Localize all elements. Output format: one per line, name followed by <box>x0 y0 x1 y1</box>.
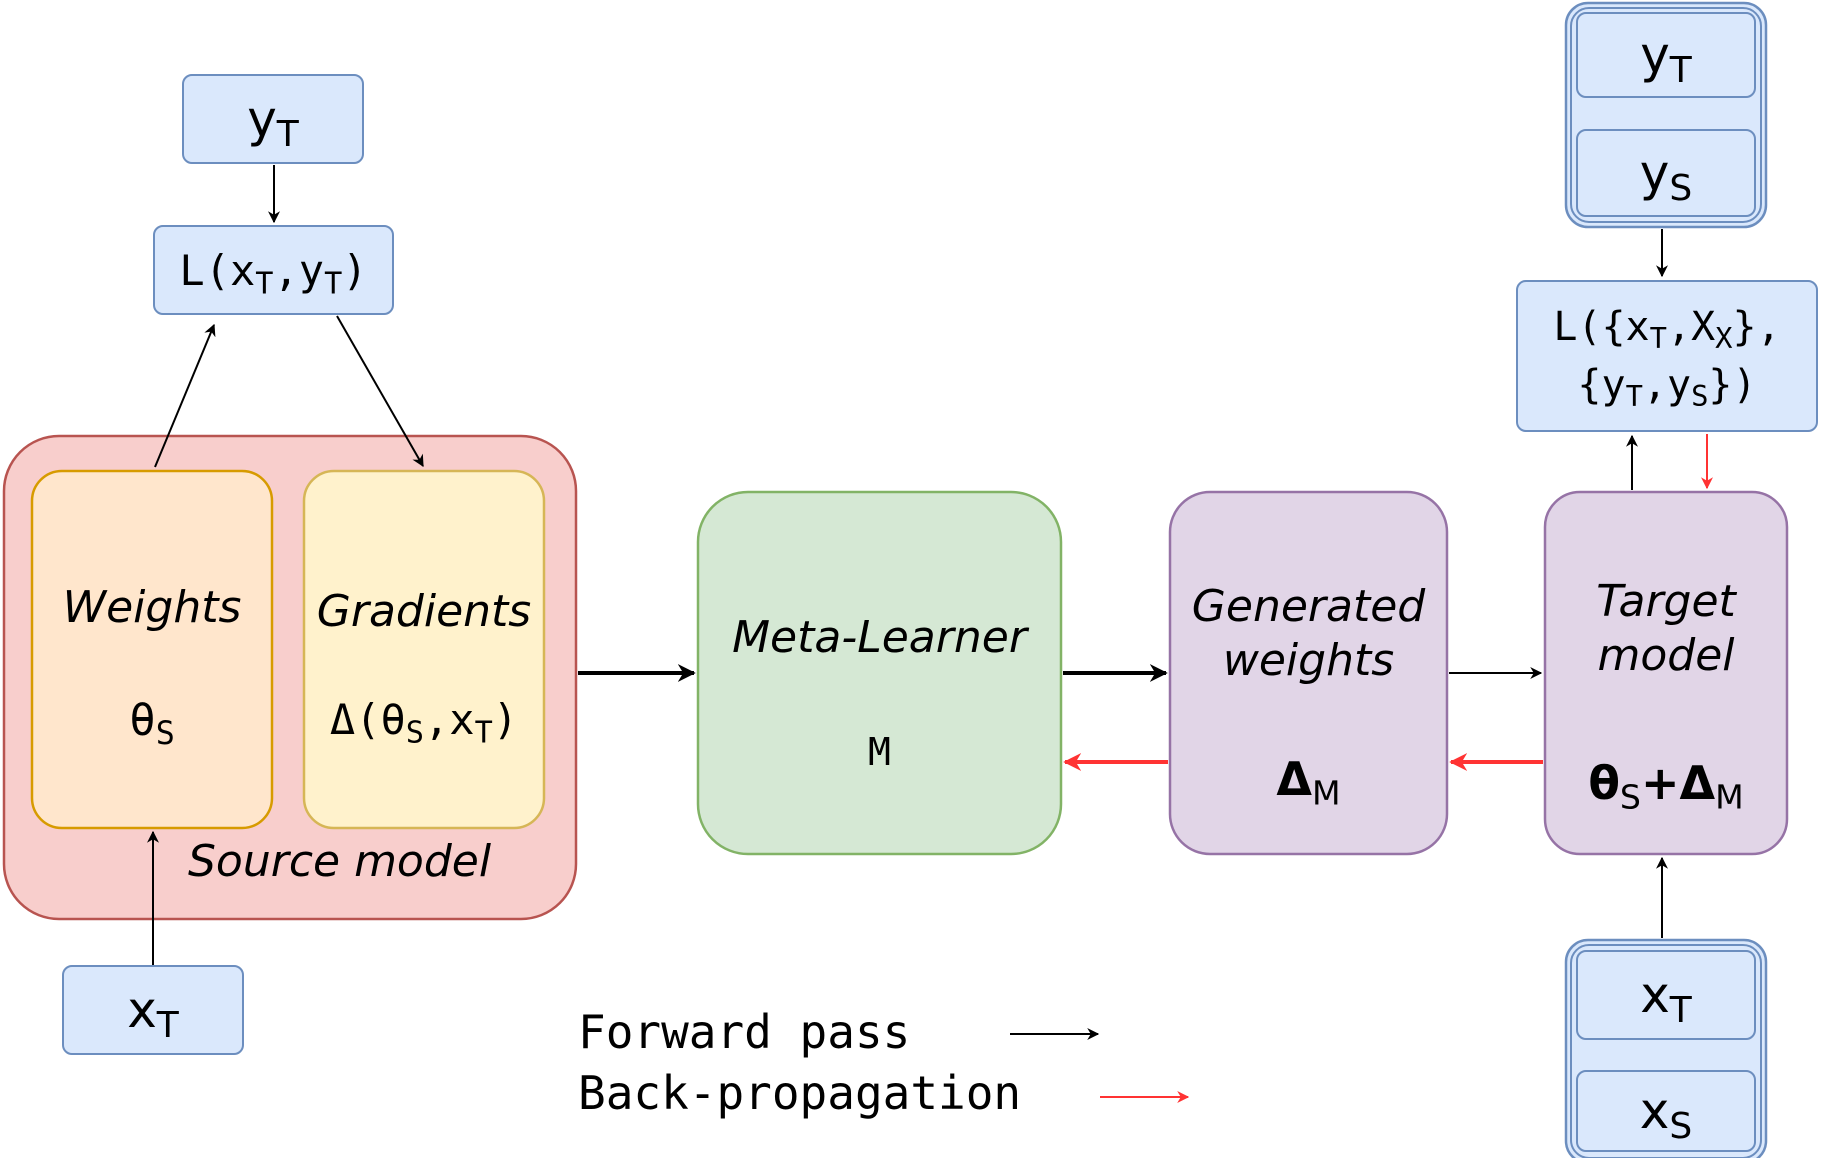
target-input-x-s-box: xS <box>1576 1070 1756 1152</box>
generated-weights-box <box>1168 490 1449 856</box>
generated-weights-title: Generated weights <box>1191 581 1426 686</box>
gradients-title: Gradients <box>316 586 532 637</box>
weights-symbol: θS <box>129 695 175 752</box>
meta-learner-box <box>696 490 1063 856</box>
target-label-y-s-box: yS <box>1576 129 1756 217</box>
source-input-x-box: xT <box>62 965 244 1055</box>
target-label-y-t-box: yT <box>1576 12 1756 98</box>
target-loss-box: L({xT,XX}, {yT,yS}) <box>1516 280 1818 432</box>
weights-title: Weights <box>62 582 242 633</box>
target-label-group-inner <box>1570 7 1762 223</box>
target-input-group-inner <box>1570 944 1762 1158</box>
generated-weights-symbol: ΔM <box>1276 752 1341 813</box>
target-model-title: Target model <box>1596 576 1736 681</box>
target-loss-line1: L({xT,XX}, <box>1553 304 1781 356</box>
target-input-x-t-box: xT <box>1576 950 1756 1040</box>
source-model-label: Source model <box>188 836 492 887</box>
target-model-box <box>1543 490 1789 856</box>
weights-box <box>30 469 274 830</box>
meta-learner-symbol: M <box>868 730 891 774</box>
arrow-loss-to-gradients <box>336 315 424 468</box>
target-model-symbol: θS+ΔM <box>1588 756 1744 817</box>
legend-forward-label: Forward pass <box>578 1005 911 1059</box>
source-label-y-box: yT <box>182 74 364 164</box>
target-input-x-s: xS <box>1639 1082 1693 1148</box>
source-loss-box: L(xT,yT) <box>153 225 394 315</box>
gradients-symbol: Δ(θS,xT) <box>329 695 519 751</box>
target-input-x-t: xT <box>1640 966 1692 1032</box>
target-label-y-s: yS <box>1639 144 1693 210</box>
source-input-x: xT <box>127 981 179 1047</box>
arrow-weights-to-loss <box>154 323 216 468</box>
gradients-box <box>302 469 546 830</box>
target-loss-line2: {yT,yS}) <box>1577 362 1757 414</box>
meta-learner-title: Meta-Learner <box>732 612 1027 663</box>
legend-backprop-label: Back-propagation <box>578 1066 1022 1120</box>
target-label-y-t: yT <box>1640 26 1692 92</box>
source-label-y: yT <box>247 90 299 156</box>
source-loss: L(xT,yT) <box>179 245 368 301</box>
